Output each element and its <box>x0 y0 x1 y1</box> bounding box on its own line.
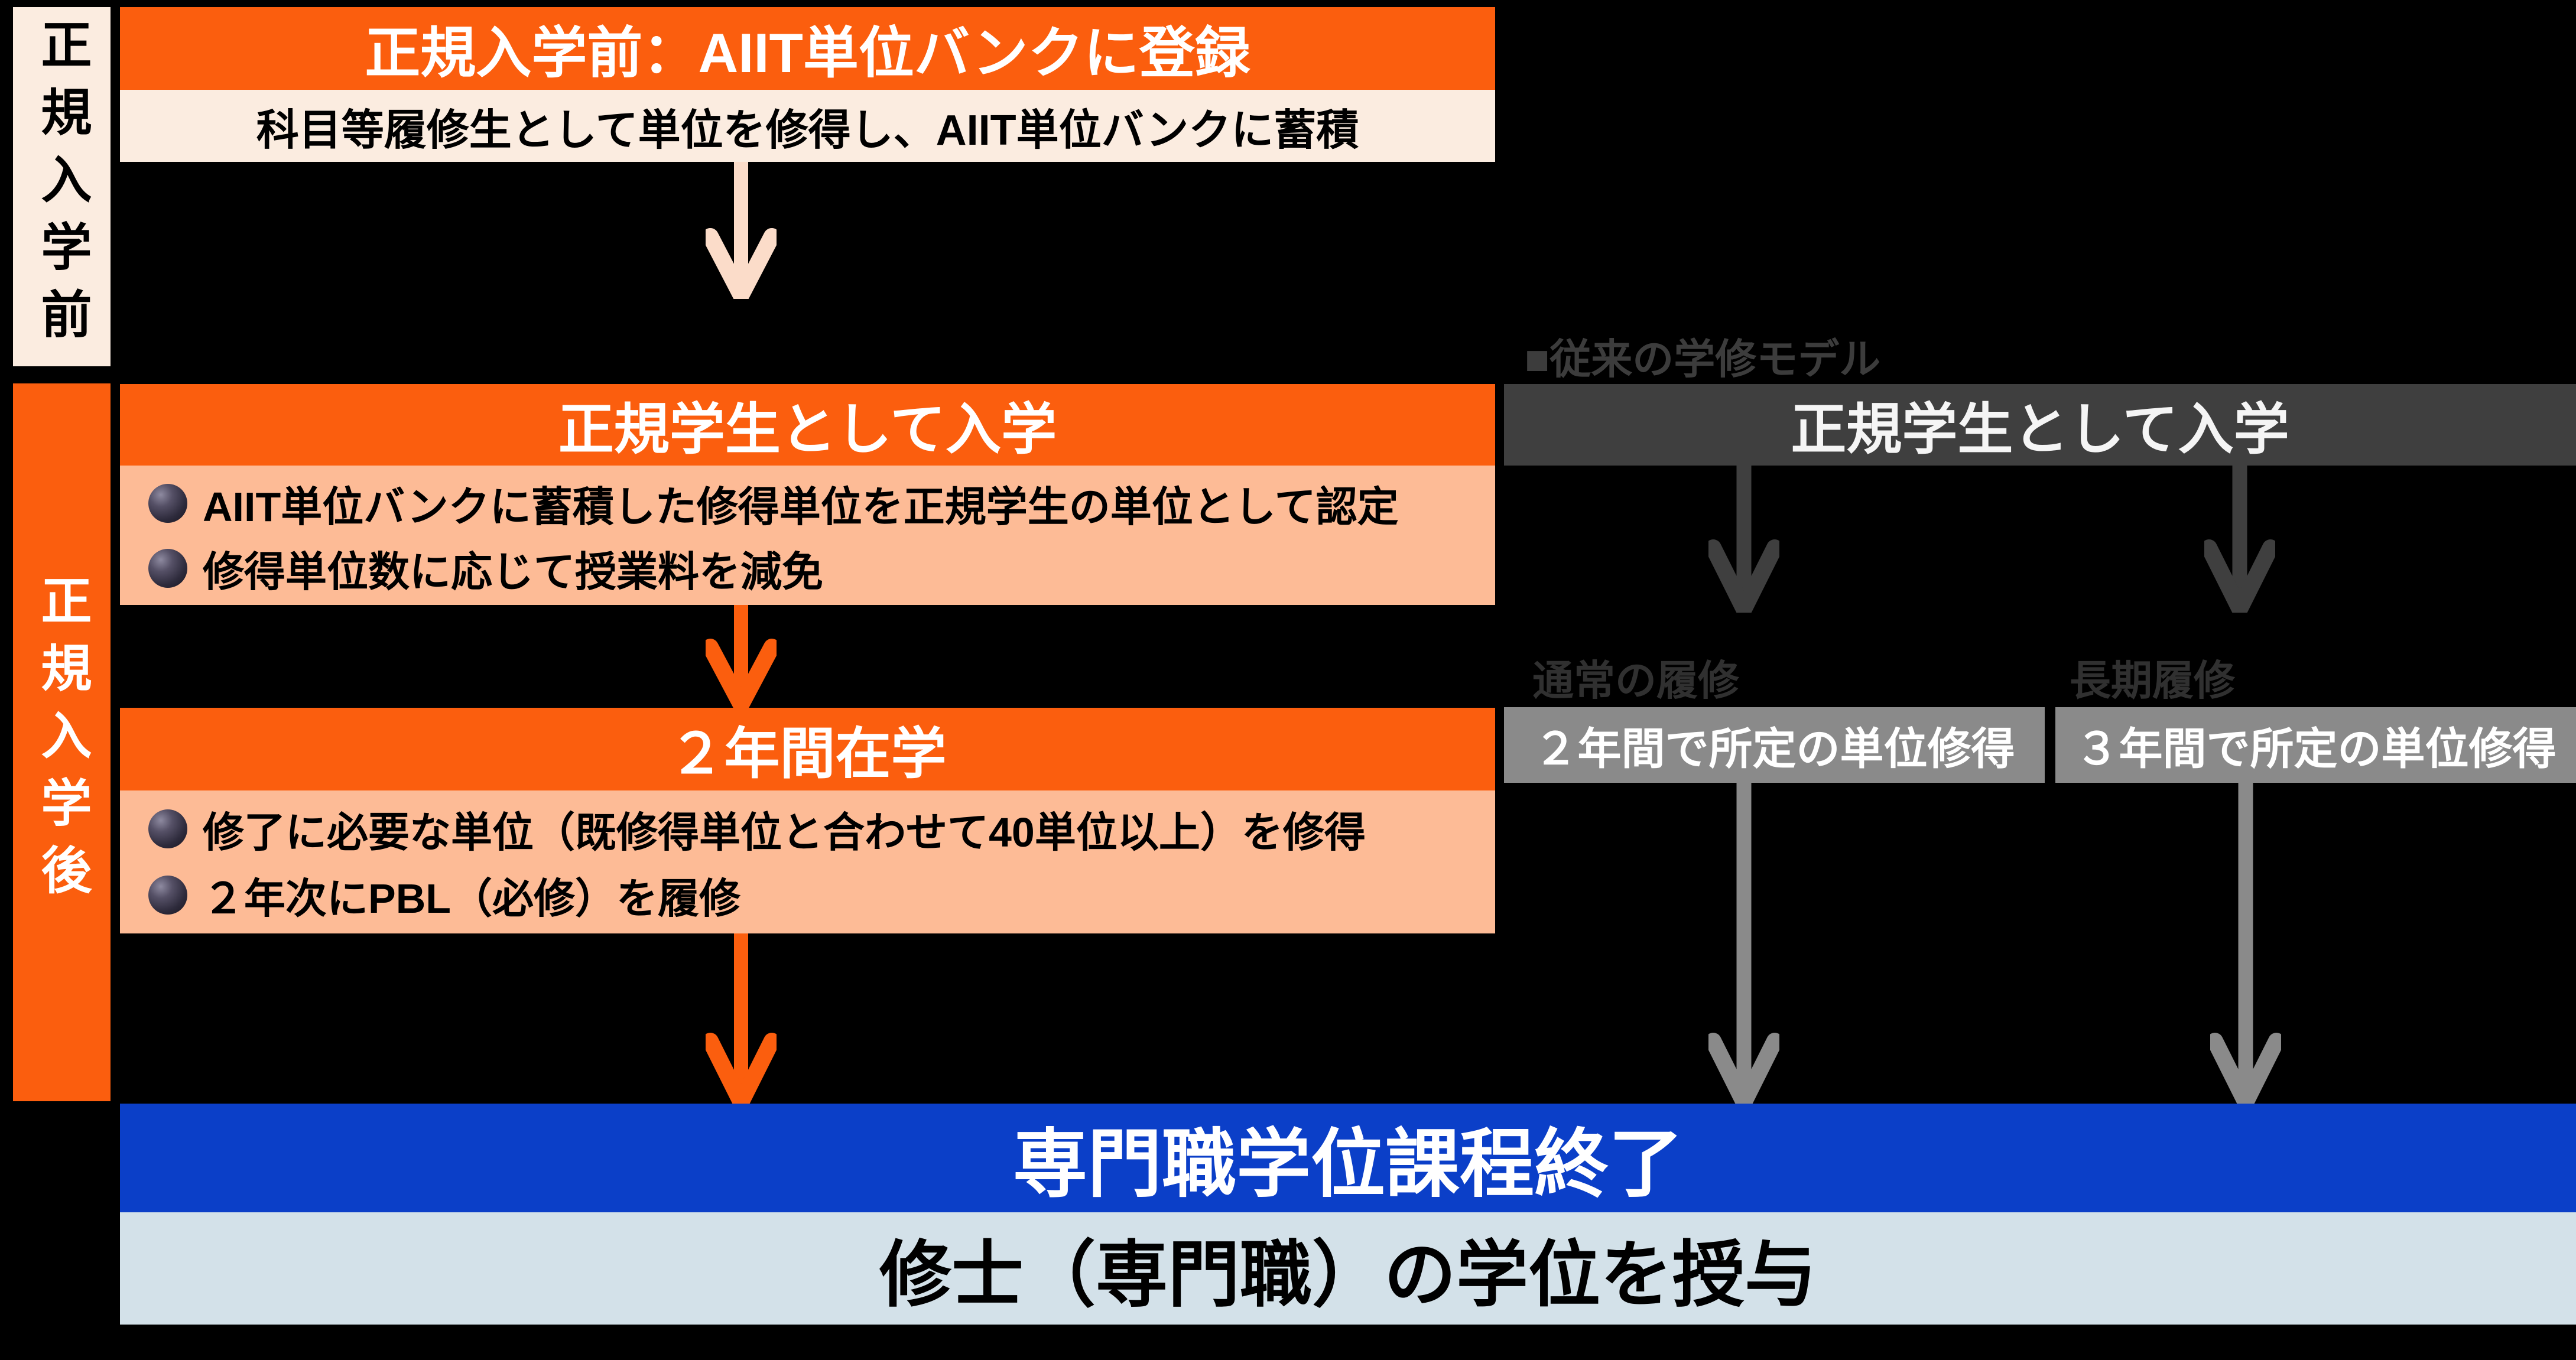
list-item: 修得単位数に応じて授業料を減免 <box>148 541 823 596</box>
list-item: AIIT単位バンクに蓄積した修得単位を正規学生の単位として認定 <box>148 476 1399 531</box>
step1-title-bar: 正規入学前：AIIT単位バンクに登録 <box>120 7 1495 90</box>
bullet-sphere-icon <box>148 549 187 588</box>
bullet-text: 修得単位数に応じて授業料を減免 <box>203 548 823 595</box>
list-item: ２年次にPBL（必修）を履修 <box>148 868 740 922</box>
phase-label-after-enrollment: 正規入学後 <box>13 383 111 1101</box>
arrow-down-icon <box>1708 466 1779 613</box>
arrow-down-icon <box>2210 783 2281 1106</box>
traditional-entry-box: 正規学生として入学 <box>1504 384 2576 466</box>
arrow-down-icon <box>2204 466 2275 613</box>
path-label-longterm: 長期履修 <box>2070 658 2235 704</box>
bullet-sphere-icon <box>148 809 187 848</box>
traditional-model-legend: ■従来の学修モデル <box>1525 336 1881 382</box>
bullet-sphere-icon <box>148 876 187 915</box>
step3-title-bar: ２年間在学 <box>120 708 1495 790</box>
completion-banner: 専門職学位課程終了 <box>120 1104 2576 1212</box>
step2-detail-box: AIIT単位バンクに蓄積した修得単位を正規学生の単位として認定 修得単位数に応じ… <box>120 466 1495 605</box>
bullet-text: ２年次にPBL（必修）を履修 <box>203 875 740 922</box>
arrow-down-icon <box>706 933 777 1106</box>
bullet-sphere-icon <box>148 484 187 523</box>
arrow-down-icon <box>706 605 777 708</box>
bullet-text: 修了に必要な単位（既修得単位と合わせて40単位以上）を修得 <box>203 809 1366 855</box>
arrow-down-icon <box>1708 783 1779 1106</box>
longterm-path-box: ３年間で所定の単位修得 <box>2055 707 2576 783</box>
step3-detail-box: 修了に必要な単位（既修得単位と合わせて40単位以上）を修得 ２年次にPBL（必修… <box>120 790 1495 933</box>
path-label-normal: 通常の履修 <box>1532 658 1739 704</box>
bullet-text: AIIT単位バンクに蓄積した修得単位を正規学生の単位として認定 <box>203 483 1399 530</box>
step2-title-bar: 正規学生として入学 <box>120 384 1495 466</box>
phase-label-before-enrollment: 正規入学前 <box>13 7 111 366</box>
normal-path-box: ２年間で所定の単位修得 <box>1504 707 2045 783</box>
degree-banner: 修士（専門職）の学位を授与 <box>120 1212 2576 1325</box>
list-item: 修了に必要な単位（既修得単位と合わせて40単位以上）を修得 <box>148 802 1366 856</box>
step1-subtitle-bar: 科目等履修生として単位を修得し、AIIT単位バンクに蓄積 <box>120 90 1495 162</box>
arrow-down-icon <box>706 162 777 299</box>
